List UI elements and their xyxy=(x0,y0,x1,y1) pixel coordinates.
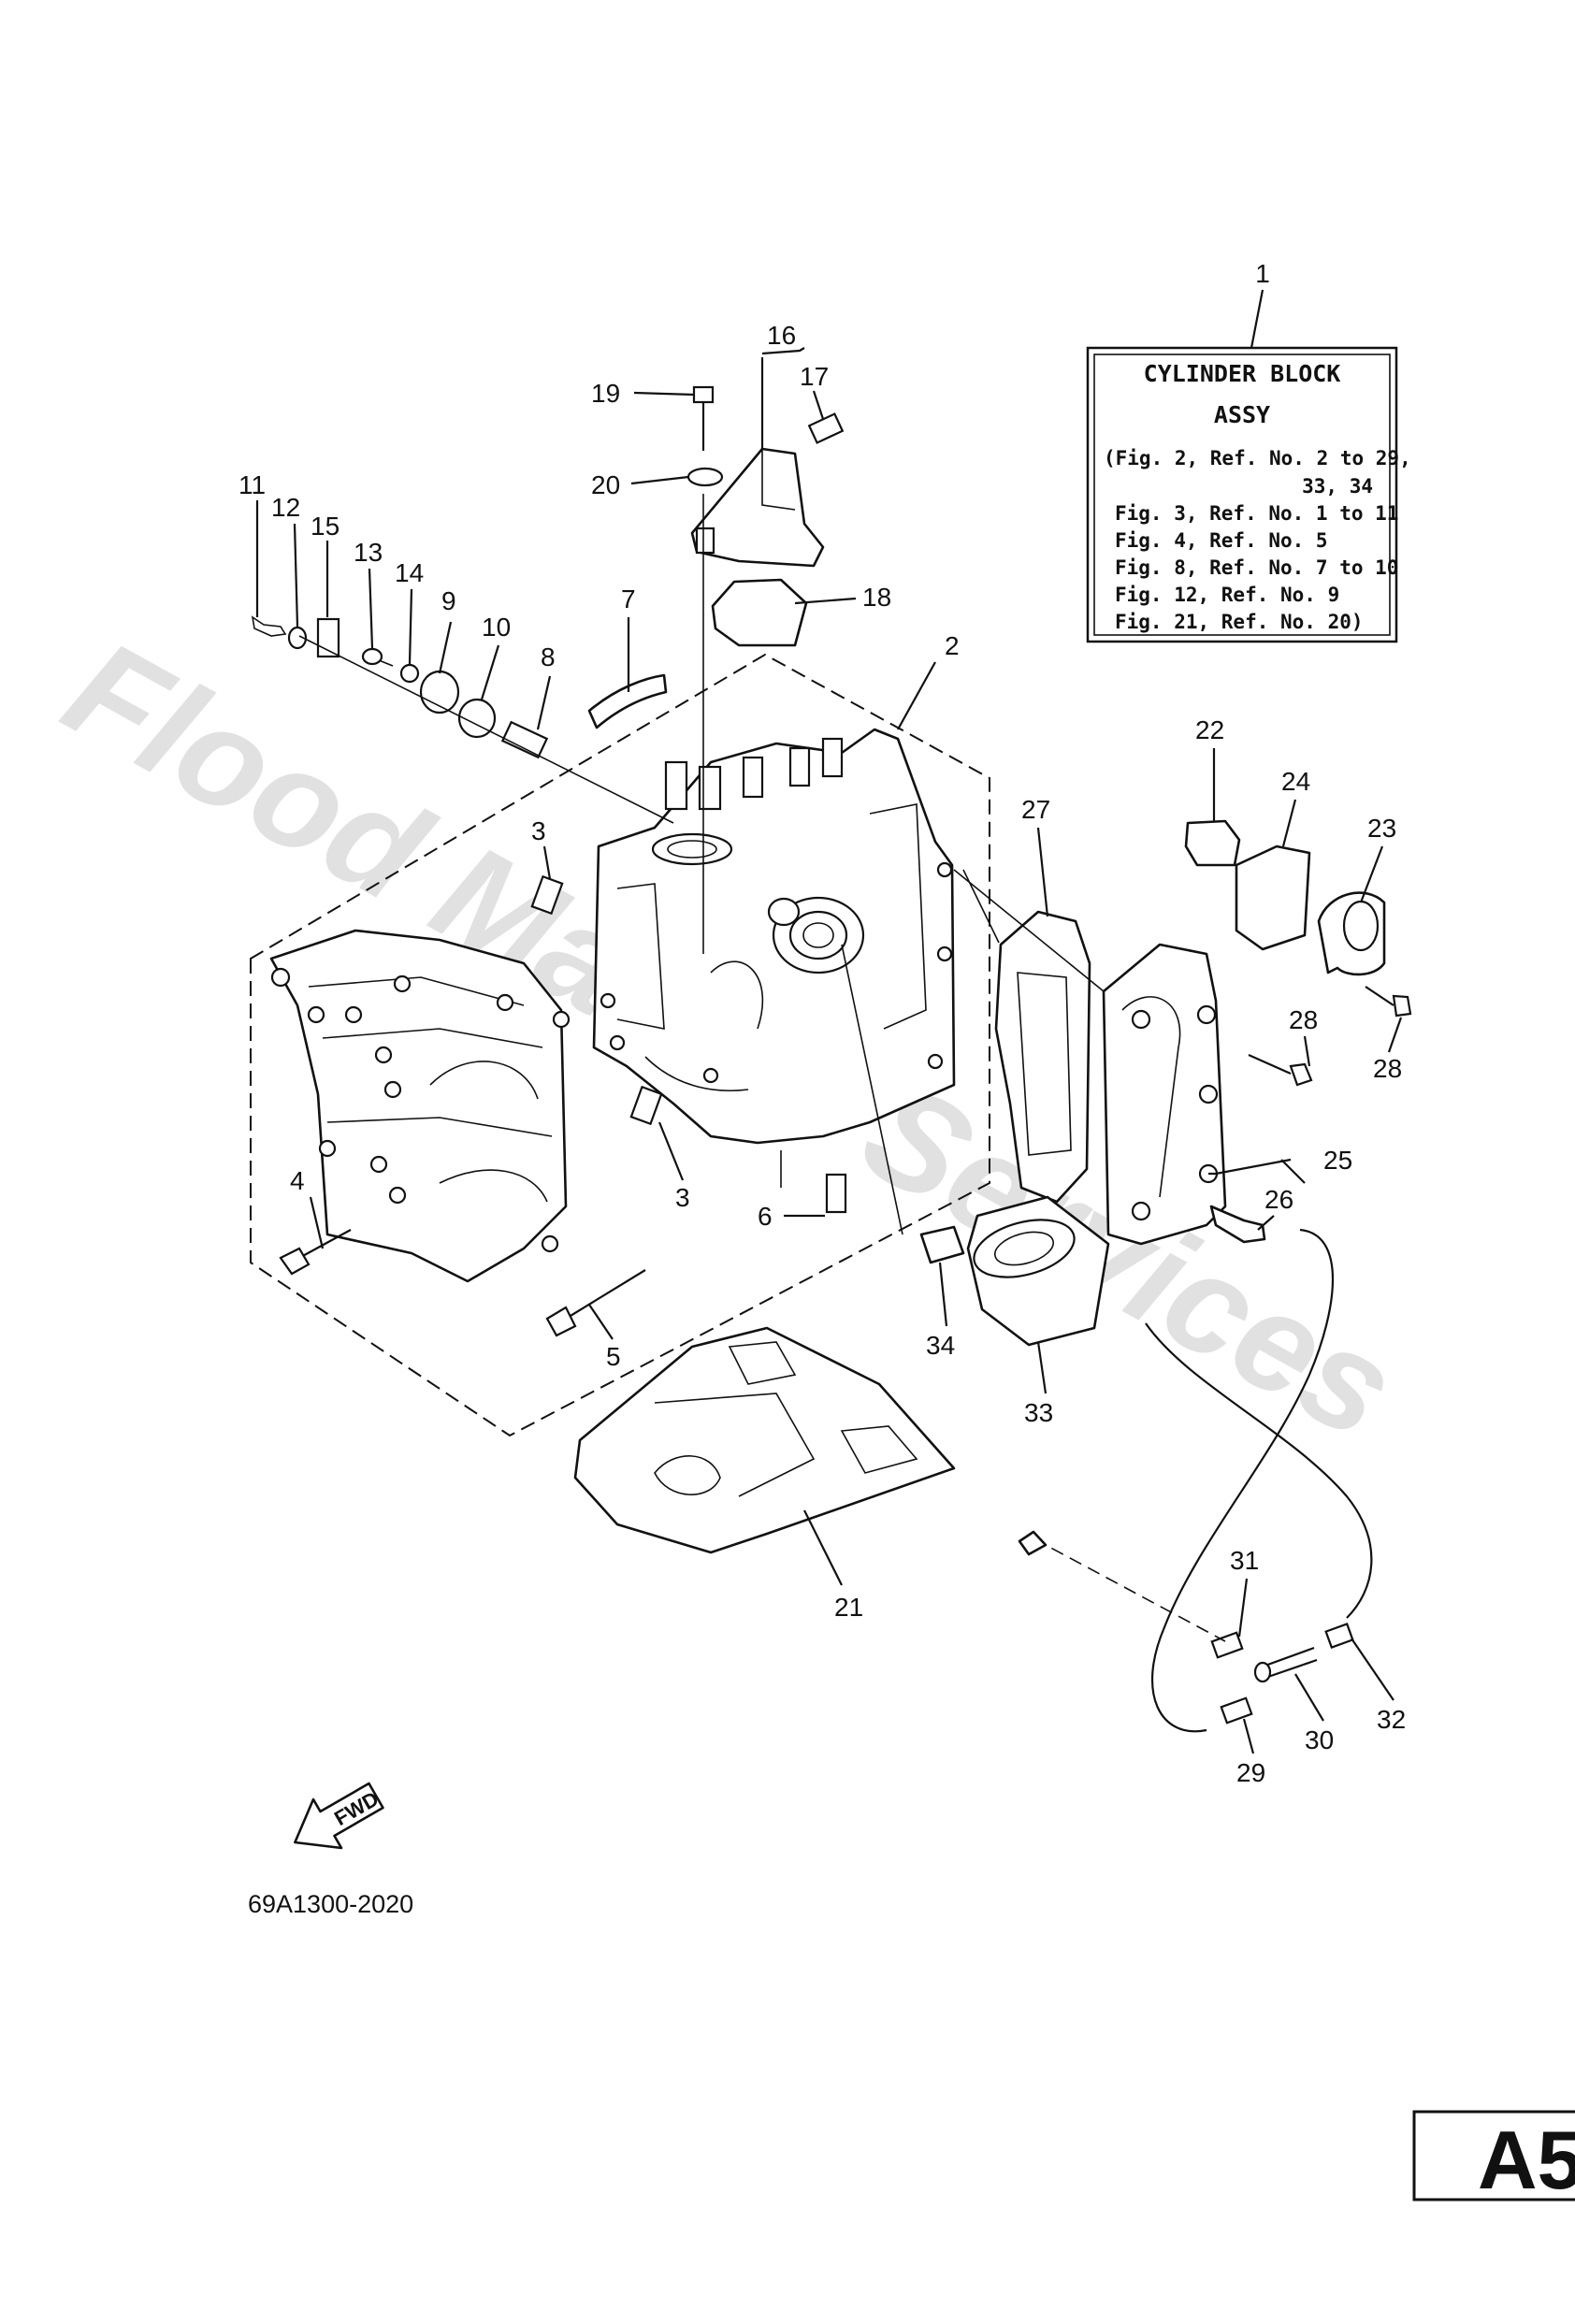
callout-30: 30 xyxy=(1305,1725,1334,1754)
callout-32: 32 xyxy=(1377,1705,1406,1734)
dowel-pin-3b xyxy=(629,1085,663,1126)
callout-28a: 28 xyxy=(1289,1005,1318,1034)
tube-32 xyxy=(1324,1623,1354,1649)
washer-20 xyxy=(686,467,724,487)
callout-14: 14 xyxy=(395,558,424,587)
callout-8: 8 xyxy=(541,642,556,671)
assembly-outline xyxy=(250,653,990,1437)
callout-17: 17 xyxy=(800,362,829,391)
hose-7 xyxy=(587,673,668,729)
oil-filter-33 xyxy=(966,1195,1110,1347)
callout-13: 13 xyxy=(354,538,383,567)
bolt-5 xyxy=(545,1269,646,1337)
fitting-26 xyxy=(1209,1205,1266,1244)
callout-22: 22 xyxy=(1195,715,1224,744)
fwd-arrow: FWD xyxy=(294,1782,384,1850)
callout-10: 10 xyxy=(482,613,511,642)
box-line-6: Fig. 12, Ref. No. 9 xyxy=(1115,584,1339,606)
dowel-pin-6 xyxy=(825,1173,847,1214)
gasket-18 xyxy=(711,578,808,647)
callout-12: 12 xyxy=(271,493,300,522)
callout-18: 18 xyxy=(862,583,891,612)
base-gasket-21 xyxy=(573,1326,956,1554)
tube-29 xyxy=(1220,1696,1253,1725)
callout-33: 33 xyxy=(1024,1398,1053,1427)
callout-29: 29 xyxy=(1236,1758,1265,1787)
callout-27: 27 xyxy=(1021,795,1050,824)
callout-19: 19 xyxy=(591,379,620,408)
page-tag-label: A5 xyxy=(1478,2114,1575,2206)
callout-11: 11 xyxy=(238,470,266,499)
cylinder-block-part xyxy=(592,728,956,1145)
callout-21: 21 xyxy=(834,1593,863,1622)
callout-6: 6 xyxy=(758,1202,773,1231)
box-line-1: (Fig. 2, Ref. No. 2 to 29, xyxy=(1104,447,1411,469)
bolt-19 xyxy=(692,385,715,451)
callout-28b: 28 xyxy=(1373,1054,1402,1083)
callout-16: 16 xyxy=(767,321,796,350)
pin-17 xyxy=(807,412,845,444)
callout-numbers: 2 3 3 4 5 6 7 8 9 10 11 12 13 14 15 16 1… xyxy=(238,321,1406,1787)
leader-lines xyxy=(255,347,1403,1754)
callout-4: 4 xyxy=(290,1166,305,1195)
crankcase-part xyxy=(269,929,571,1283)
callout-34: 34 xyxy=(926,1331,955,1360)
callout-3b: 3 xyxy=(675,1183,690,1212)
cover-16 xyxy=(690,447,825,568)
box-title-line2: ASSY xyxy=(1214,401,1270,428)
box-title-line1: CYLINDER BLOCK xyxy=(1144,360,1341,387)
drawing-number: 69A1300-2020 xyxy=(248,1890,413,1918)
dash-lead-31 xyxy=(1033,1537,1226,1642)
hardware-row-left xyxy=(251,615,674,824)
box-line-4: Fig. 4, Ref. No. 5 xyxy=(1115,529,1328,552)
fitting-30 xyxy=(1253,1646,1318,1683)
sender-22 xyxy=(1184,819,1241,867)
box-line-3: Fig. 3, Ref. No. 1 to 11 xyxy=(1115,502,1398,525)
callout-5: 5 xyxy=(606,1342,621,1371)
callout-31: 31 xyxy=(1230,1546,1259,1575)
tube-end xyxy=(1018,1530,1048,1556)
cylinder-block-assy-box: CYLINDER BLOCK ASSY (Fig. 2, Ref. No. 2 … xyxy=(1086,346,1411,643)
callout-3a: 3 xyxy=(531,816,546,845)
box-line-5: Fig. 8, Ref. No. 7 to 10 xyxy=(1115,556,1398,579)
bolt-28a xyxy=(1248,1053,1313,1087)
callout-7: 7 xyxy=(621,585,636,613)
callout-25: 25 xyxy=(1323,1146,1352,1175)
page-tag: A5 xyxy=(1412,2110,1575,2206)
box-line-2: 33, 34 xyxy=(1302,475,1373,498)
gasket-24 xyxy=(1235,844,1311,951)
box-line-7: Fig. 21, Ref. No. 20) xyxy=(1115,611,1364,633)
callout-24: 24 xyxy=(1281,767,1310,796)
callout-9: 9 xyxy=(441,586,456,615)
callout-1: 1 xyxy=(1255,259,1270,288)
bolt-4 xyxy=(279,1229,352,1276)
dowel-pin-3a xyxy=(530,874,564,916)
callout-23: 23 xyxy=(1367,814,1396,843)
callout-20: 20 xyxy=(591,470,620,499)
tube-29-line xyxy=(1150,1228,1334,1733)
callout-2: 2 xyxy=(945,631,960,660)
spring-34 xyxy=(919,1225,965,1264)
bolt-28b xyxy=(1365,986,1412,1018)
callout-26: 26 xyxy=(1264,1185,1293,1214)
callout-15: 15 xyxy=(311,512,340,541)
